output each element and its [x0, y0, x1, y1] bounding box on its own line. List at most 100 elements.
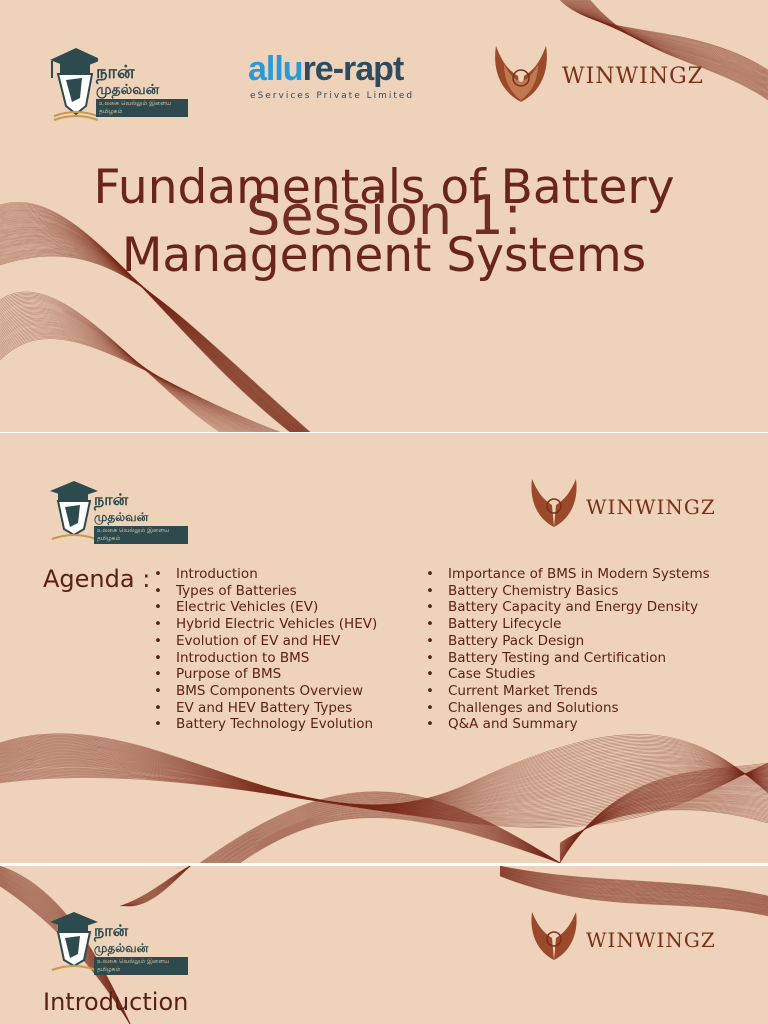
wave-line: [565, 0, 768, 77]
wave-line: [586, 0, 768, 98]
wave-line: [499, 871, 768, 907]
agenda-item: EV and HEV Battery Types: [154, 700, 377, 717]
wave-line: [499, 874, 768, 914]
wave-line: [125, 866, 191, 907]
title-line2: Management Systems: [121, 228, 647, 283]
slide-agenda: நான் முதல்வன் உலகை வெல்லும் இளைய தமிழகம்…: [0, 433, 768, 863]
wave-line: [203, 793, 561, 863]
wave-line: [0, 752, 768, 809]
wave-line: [0, 313, 247, 432]
wave-line: [0, 338, 281, 432]
wave-line: [206, 795, 561, 863]
wave-line: [119, 866, 191, 907]
agenda-item: Current Market Trends: [426, 683, 710, 700]
agenda-item: Battery Chemistry Basics: [426, 583, 710, 600]
wave-line: [199, 791, 561, 863]
wave-line: [567, 0, 768, 78]
wave-line: [499, 872, 768, 911]
wings-icon: [531, 912, 577, 960]
wave-line: [499, 871, 768, 909]
agenda-item: Introduction to BMS: [154, 650, 377, 667]
wave-line: [236, 815, 561, 863]
wave-line: [0, 735, 768, 806]
agenda-list-right: Importance of BMS in Modern SystemsBatte…: [426, 566, 710, 733]
wings-icon: [495, 46, 547, 102]
wave-line: [129, 866, 191, 907]
agenda-item: Challenges and Solutions: [426, 700, 710, 717]
wave-line: [129, 866, 191, 907]
wave-line: [0, 314, 248, 432]
wave-line: [582, 0, 768, 93]
wave-line: [0, 321, 258, 432]
introduction-heading: Introduction: [43, 988, 189, 1016]
wave-line: [499, 868, 768, 902]
wave-line: [237, 815, 561, 863]
wave-line: [0, 749, 768, 808]
slide-title: நான் முதல்வன் உலகை வெல்லும் இளைய தமிழகம்…: [0, 0, 768, 432]
wave-line: [121, 866, 191, 907]
wave-line: [128, 866, 191, 907]
wave-line: [584, 0, 768, 95]
wave-line: [0, 291, 221, 432]
wave-line: [582, 0, 768, 94]
wave-line: [121, 866, 191, 907]
wave-line: [126, 866, 191, 907]
wave-line: [587, 0, 768, 98]
wave-line: [239, 817, 561, 863]
wave-line: [559, 809, 768, 844]
wave-line: [499, 869, 768, 904]
graduation-cap-icon: [50, 48, 98, 121]
wave-line: [0, 295, 225, 432]
wave-line: [0, 737, 768, 806]
wave-line: [499, 869, 768, 904]
wave-line: [499, 867, 768, 900]
wave-line: [219, 804, 561, 863]
wave-line: [222, 806, 561, 863]
agenda-item: Battery Technology Evolution: [154, 716, 377, 733]
wave-line: [126, 866, 191, 907]
wave-line: [499, 866, 768, 897]
wave-line: [499, 868, 768, 903]
wave-line: [0, 300, 231, 432]
wave-line: [0, 748, 768, 808]
wave-line: [563, 0, 768, 75]
wave-line: [0, 740, 768, 806]
wave-line: [0, 749, 768, 808]
wave-line: [0, 304, 236, 432]
wave-line: [499, 866, 768, 897]
wave-line: [575, 0, 768, 87]
wave-line: [0, 750, 768, 808]
wave-line: [499, 874, 768, 915]
wave-line: [238, 816, 561, 863]
wave-line: [499, 873, 768, 912]
wave-line: [499, 867, 768, 900]
wave-line: [569, 0, 768, 81]
wave-line: [499, 873, 768, 911]
wave-line: [499, 866, 768, 898]
wave-line: [127, 866, 191, 907]
wave-line: [0, 320, 256, 432]
naan-line2: முதல்வன்: [94, 941, 149, 955]
wave-line: [0, 294, 224, 432]
naan-mudhalvan-logo: நான் முதல்வன் உலகை வெல்லும் இளைய தமிழகம்: [48, 479, 188, 549]
wave-line: [577, 0, 768, 88]
wave-line: [124, 866, 191, 907]
wave-line: [123, 866, 191, 907]
naan-line1: நான்: [94, 921, 129, 940]
wave-line: [212, 799, 561, 863]
agenda-item: Battery Lifecycle: [426, 616, 710, 633]
wave-line: [202, 793, 561, 863]
wave-line: [499, 869, 768, 905]
wave-line: [0, 334, 274, 432]
wave-line: [499, 875, 768, 916]
agenda-list-left: IntroductionTypes of BatteriesElectric V…: [154, 566, 377, 733]
wave-line: [0, 317, 253, 432]
wave-line: [125, 866, 191, 907]
wave-line: [121, 866, 191, 907]
wave-line: [120, 866, 191, 907]
wave-line: [223, 806, 561, 863]
wave-line: [564, 0, 768, 75]
wave-line: [499, 866, 768, 899]
wave-line: [0, 737, 768, 806]
wave-line: [499, 875, 768, 916]
